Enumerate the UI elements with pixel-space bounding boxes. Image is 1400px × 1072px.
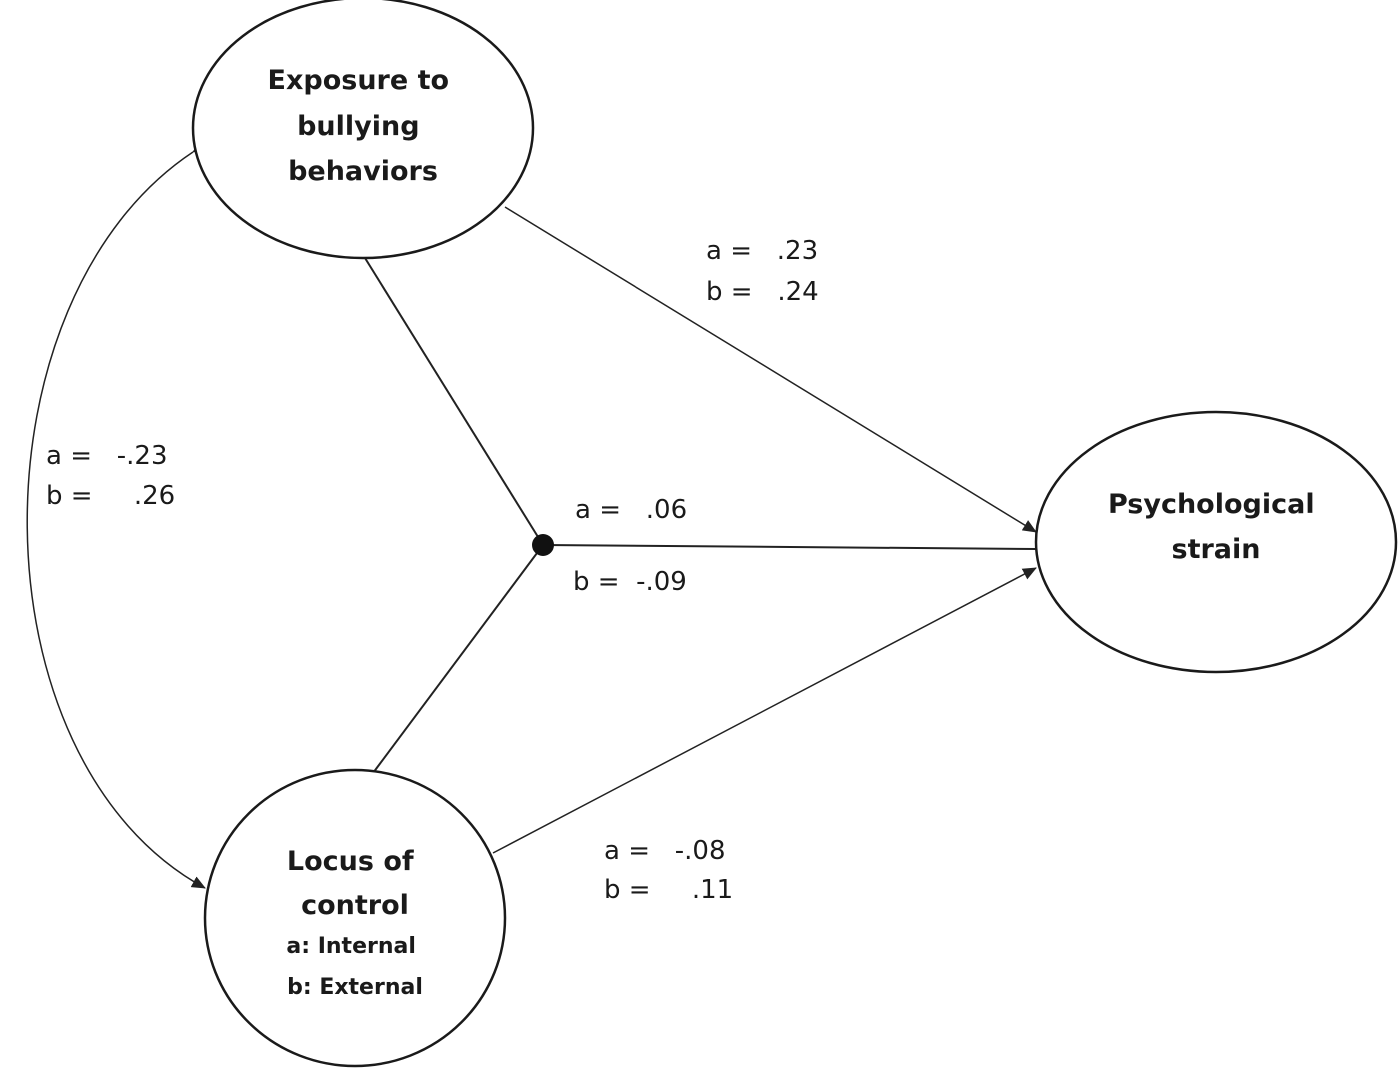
correlation-coef-b: b = .26 (46, 481, 175, 511)
interaction-coef-a: a = .06 (575, 495, 687, 525)
node-strain-ellipse (1034, 410, 1398, 674)
node-locus-of-control: Locus of control a: Internal b: External (203, 768, 507, 1068)
node-strain-label: Psychological strain (1108, 489, 1324, 565)
interaction-node-dot (532, 534, 554, 556)
node-exposure-to-bullying: Exposure to bullying behaviors (191, 0, 535, 260)
exposure-to-strain-arrow (504, 206, 1037, 533)
exposure-strain-coef-b: b = .24 (706, 277, 819, 307)
locus-strain-coef-b: b = .11 (604, 875, 733, 905)
interaction-coef-b: b = -.09 (573, 567, 687, 597)
node-locus-ellipse (203, 768, 507, 1068)
node-locus-label: Locus of control (287, 846, 423, 921)
locus-to-interaction-line (369, 544, 544, 778)
node-exposure-label: Exposure to bullying behaviors (268, 65, 459, 187)
interaction-to-strain-line (542, 544, 1037, 550)
correlation-arc (26, 139, 208, 889)
locus-to-strain-arrow (492, 567, 1037, 854)
node-locus-sublabel: a: Internal b: External (286, 934, 423, 1000)
node-psychological-strain: Psychological strain (1034, 410, 1398, 674)
locus-strain-coef-a: a = -.08 (604, 836, 726, 866)
exposure-strain-coef-a: a = .23 (706, 236, 818, 266)
exposure-to-interaction-line (364, 257, 544, 546)
correlation-coef-a: a = -.23 (46, 441, 168, 471)
node-exposure-ellipse (191, 0, 535, 260)
